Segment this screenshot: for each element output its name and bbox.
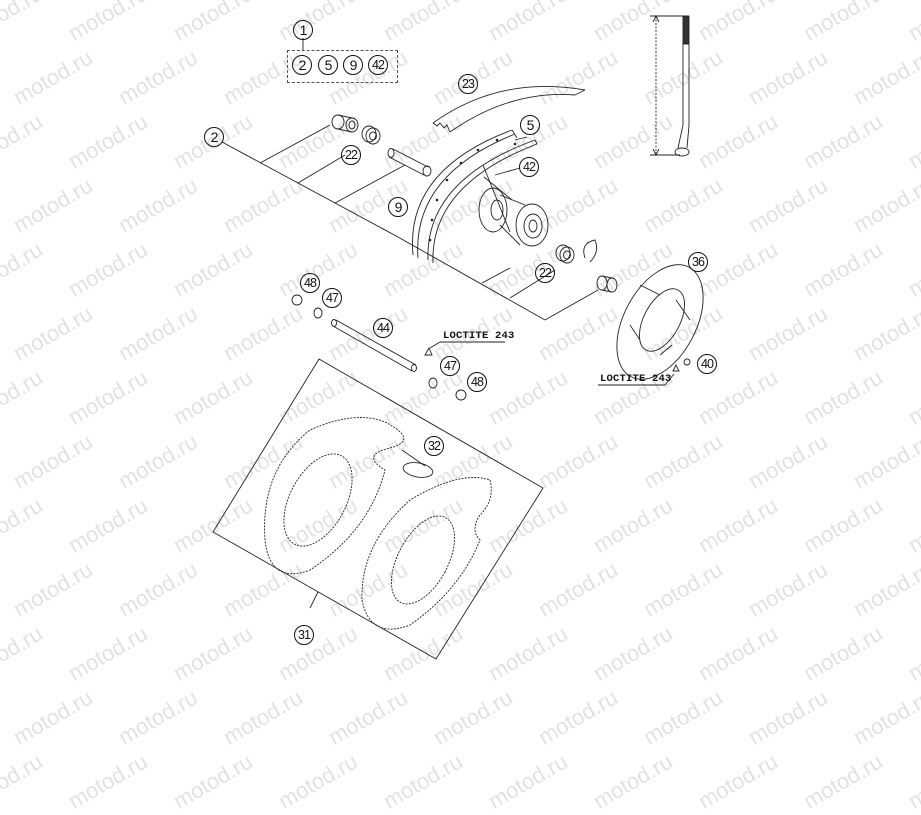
callout-42[interactable]: 42 xyxy=(519,157,539,177)
leader-22b-a xyxy=(481,267,511,284)
watermark-text: motod.ru xyxy=(798,748,887,814)
bearing-icon-left xyxy=(361,125,381,145)
watermark-text: motod.ru xyxy=(8,684,97,750)
callout-48-left[interactable]: 48 xyxy=(300,273,320,293)
circlip-icon xyxy=(583,239,598,263)
callout-32[interactable]: 32 xyxy=(424,436,444,456)
leader-2 xyxy=(221,141,399,238)
nut-icon-right xyxy=(455,389,467,401)
watermark-text: motod.ru xyxy=(378,748,467,814)
spoke-1 xyxy=(482,164,511,233)
callout-22-right[interactable]: 22 xyxy=(535,263,555,283)
callout-kit-9[interactable]: 9 xyxy=(343,55,363,75)
watermark-text: motod.ru xyxy=(533,684,622,750)
callout-23[interactable]: 23 xyxy=(458,74,478,94)
loctite-leader-2 xyxy=(664,373,675,386)
washer-icon-right xyxy=(428,377,438,389)
loctite-drop-icon-1 xyxy=(424,346,433,356)
spacer-bushing-icon xyxy=(331,114,359,133)
hub-icon xyxy=(478,187,549,247)
callout-2[interactable]: 2 xyxy=(204,127,224,147)
axle-icon xyxy=(331,319,417,372)
bearing-icon-right xyxy=(555,244,575,264)
callout-kit-5[interactable]: 5 xyxy=(318,55,338,75)
loctite-note-disc: LOCTITE 243 xyxy=(600,373,672,385)
callout-22-left[interactable]: 22 xyxy=(341,145,361,165)
washer-icon-left xyxy=(313,307,323,319)
callout-9[interactable]: 9 xyxy=(388,197,408,217)
leader-5 xyxy=(514,136,528,141)
watermark-text: motod.ru xyxy=(848,684,921,750)
spacer-tube-icon xyxy=(387,148,432,177)
loctite-leader-1 xyxy=(429,341,441,349)
callout-31[interactable]: 31 xyxy=(294,625,314,645)
watermark-text: motod.ru xyxy=(638,684,727,750)
rim-icon xyxy=(411,129,538,264)
callout-kit-42[interactable]: 42 xyxy=(368,55,388,75)
callout-47-right[interactable]: 47 xyxy=(440,356,460,376)
watermark-text: motod.ru xyxy=(168,748,257,814)
sticker-sheet-icon xyxy=(212,358,544,660)
callout-47-left[interactable]: 47 xyxy=(322,288,342,308)
line-art xyxy=(212,14,704,660)
callout-48-right[interactable]: 48 xyxy=(467,372,487,392)
measuring-tool-icon xyxy=(650,14,690,157)
watermark-text: motod.ru xyxy=(588,748,677,814)
leader-42 xyxy=(494,167,521,176)
watermark-text: motod.ru xyxy=(903,748,921,814)
watermark-text: motod.ru xyxy=(218,684,307,750)
leader-axis-main xyxy=(397,236,546,321)
callout-36[interactable]: 36 xyxy=(688,252,708,272)
rim-tape-icon xyxy=(432,85,586,133)
spoke-holes xyxy=(428,138,517,242)
brake-disc-icon xyxy=(616,264,704,380)
watermark-text: motod.ru xyxy=(63,748,152,814)
callout-40[interactable]: 40 xyxy=(697,354,717,374)
callout-kit-2[interactable]: 2 xyxy=(292,55,312,75)
callout-1[interactable]: 1 xyxy=(293,20,313,40)
watermark-text: motod.ru xyxy=(113,684,202,750)
nut-icon-left xyxy=(291,294,303,306)
watermark-text: motod.ru xyxy=(743,684,832,750)
watermark-text: motod.ru xyxy=(0,748,47,814)
watermark-text: motod.ru xyxy=(483,748,572,814)
leader-2-c xyxy=(334,164,406,204)
screw-icon xyxy=(672,358,691,372)
leader-2-b xyxy=(297,154,346,184)
watermark-text: motod.ru xyxy=(693,748,782,814)
loctite-note-axle: LOCTITE 243 xyxy=(443,330,515,342)
spoke-2 xyxy=(483,176,513,201)
leader-2-a xyxy=(259,124,331,164)
kit-contents-box xyxy=(287,50,398,83)
callout-5[interactable]: 5 xyxy=(520,115,540,135)
callout-44[interactable]: 44 xyxy=(373,318,393,338)
spacer-bushing-icon-right xyxy=(596,275,618,293)
watermark-text: motod.ru xyxy=(273,748,362,814)
watermark-text: motod.ru xyxy=(323,684,412,750)
watermark-text: motod.ru xyxy=(428,684,517,750)
leader-22b-c xyxy=(544,289,599,321)
